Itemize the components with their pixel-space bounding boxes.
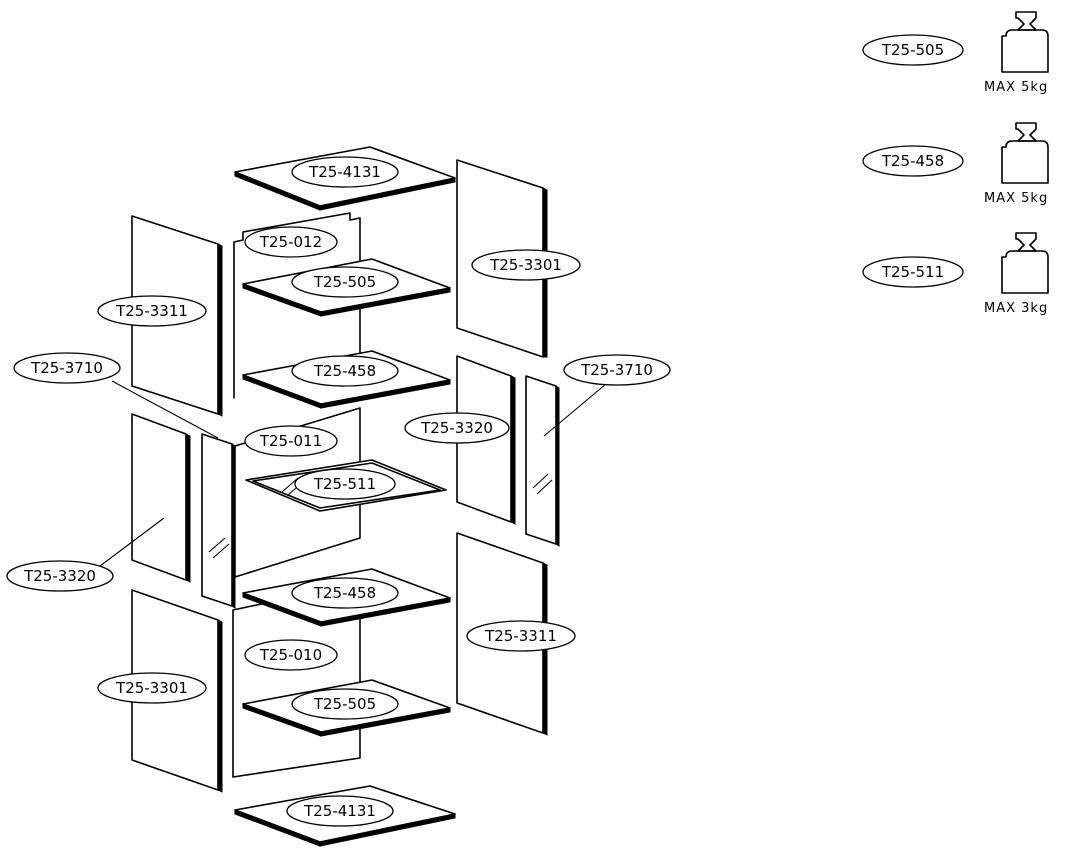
- svg-text:T25-505: T25-505: [313, 273, 376, 291]
- label-glass-shelf: T25-511: [294, 468, 396, 500]
- label-left-door: T25-3320: [6, 560, 114, 592]
- label-bottom-cover: T25-4131: [286, 795, 394, 827]
- svg-text:T25-4131: T25-4131: [303, 802, 376, 820]
- load-legend: T25-505 MAX 5kg T25-458 MAX 5kg T25-511: [862, 11, 1049, 316]
- label-upper-shelf-458: T25-458: [291, 355, 399, 387]
- svg-text:T25-3311: T25-3311: [115, 302, 188, 320]
- svg-text:T25-511: T25-511: [881, 263, 944, 281]
- label-left-glass-door: T25-3710: [13, 352, 121, 384]
- svg-text:T25-012: T25-012: [259, 233, 322, 251]
- svg-text:T25-3710: T25-3710: [30, 359, 103, 377]
- svg-text:T25-458: T25-458: [881, 152, 944, 170]
- svg-text:T25-011: T25-011: [259, 432, 322, 450]
- label-left-lower-side: T25-3301: [97, 672, 207, 704]
- right-glass-door: [525, 375, 560, 547]
- load-legend-row: T25-458 MAX 5kg: [862, 122, 1049, 206]
- svg-text:MAX 5kg: MAX 5kg: [984, 80, 1048, 95]
- svg-text:T25-3301: T25-3301: [115, 679, 188, 697]
- label-upper-body: T25-012: [244, 226, 338, 258]
- leader-right-glass-door: [543, 383, 607, 437]
- leader-left-glass-door: [111, 380, 219, 439]
- svg-text:T25-3320: T25-3320: [420, 419, 493, 437]
- weight-icon: [1001, 122, 1049, 184]
- label-lower-shelf-505: T25-505: [291, 688, 399, 720]
- weight-icon: [1001, 232, 1049, 294]
- leader-left-door: [99, 517, 165, 567]
- upper-body: [233, 212, 361, 399]
- svg-text:MAX 5kg: MAX 5kg: [984, 191, 1048, 206]
- svg-text:T25-458: T25-458: [313, 584, 376, 602]
- svg-text:T25-458: T25-458: [313, 362, 376, 380]
- svg-text:T25-3710: T25-3710: [580, 361, 653, 379]
- left-glass-door: [201, 433, 236, 609]
- svg-text:MAX 3kg: MAX 3kg: [984, 301, 1048, 316]
- label-right-door: T25-3320: [404, 412, 510, 444]
- svg-text:T25-010: T25-010: [259, 646, 322, 664]
- label-left-upper-side: T25-3311: [97, 295, 207, 327]
- label-lower-body: T25-010: [244, 639, 338, 671]
- load-legend-row: T25-505 MAX 5kg: [862, 11, 1049, 95]
- svg-text:T25-3311: T25-3311: [484, 627, 557, 645]
- svg-text:T25-3301: T25-3301: [489, 256, 562, 274]
- load-legend-row: T25-511 MAX 3kg: [862, 232, 1049, 316]
- svg-text:T25-505: T25-505: [881, 41, 944, 59]
- weight-icon: [1001, 11, 1049, 73]
- svg-text:T25-505: T25-505: [313, 695, 376, 713]
- label-top-cover: T25-4131: [291, 156, 399, 188]
- label-right-lower-side: T25-3311: [466, 620, 576, 652]
- label-right-glass-door: T25-3710: [563, 354, 671, 386]
- label-upper-shelf-505: T25-505: [291, 266, 399, 298]
- svg-text:T25-3320: T25-3320: [23, 567, 96, 585]
- svg-text:T25-4131: T25-4131: [308, 163, 381, 181]
- left-door-panel: [131, 413, 191, 583]
- label-lower-shelf-458: T25-458: [291, 577, 399, 609]
- label-right-upper-side: T25-3301: [471, 249, 581, 281]
- svg-text:T25-511: T25-511: [313, 475, 376, 493]
- label-middle-body: T25-011: [244, 425, 338, 457]
